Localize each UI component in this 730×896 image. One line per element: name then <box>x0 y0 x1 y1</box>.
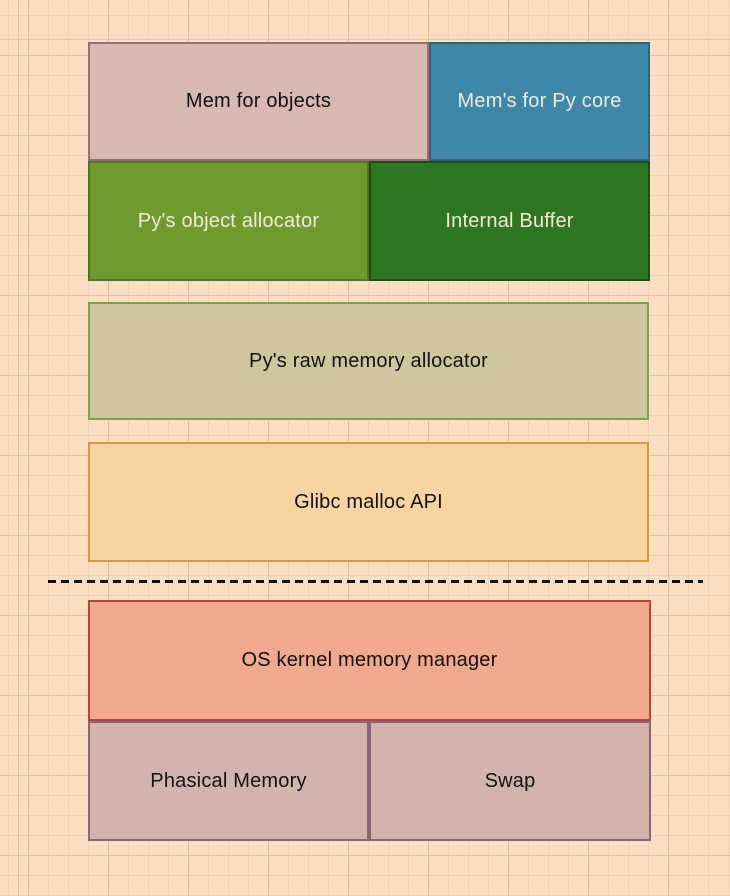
layer-box-mem-for-objects: Mem for objects <box>88 42 429 161</box>
layer-box-phasical-memory: Phasical Memory <box>88 721 369 841</box>
layer-box-os-kernel-memory-manager: OS kernel memory manager <box>88 600 651 721</box>
layer-label-py-raw-memory-allocator: Py's raw memory allocator <box>249 349 488 372</box>
user-space-kernel-separator-dashed-line <box>48 580 703 583</box>
layer-label-internal-buffer: Internal Buffer <box>445 209 574 232</box>
layer-box-py-raw-memory-allocator: Py's raw memory allocator <box>88 302 649 420</box>
layer-label-glibc-malloc-api: Glibc malloc API <box>294 490 443 513</box>
layer-box-py-object-allocator: Py's object allocator <box>88 161 369 281</box>
layer-box-mem-for-py-core: Mem's for Py core <box>429 42 650 161</box>
layer-label-swap: Swap <box>484 769 536 792</box>
layer-label-phasical-memory: Phasical Memory <box>150 769 307 792</box>
layer-box-swap: Swap <box>369 721 651 841</box>
layer-label-os-kernel-memory-manager: OS kernel memory manager <box>241 649 498 671</box>
layer-label-mem-for-objects: Mem for objects <box>185 90 332 112</box>
layer-box-internal-buffer: Internal Buffer <box>369 161 650 281</box>
layer-box-glibc-malloc-api: Glibc malloc API <box>88 442 649 562</box>
layer-label-py-object-allocator: Py's object allocator <box>137 209 320 232</box>
layer-label-mem-for-py-core: Mem's for Py core <box>457 90 622 112</box>
